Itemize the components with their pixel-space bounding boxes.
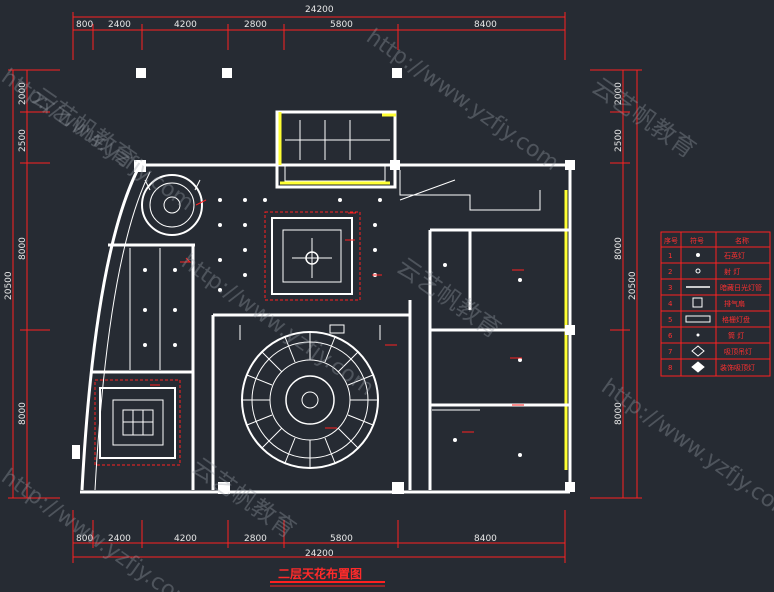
top-dim-1: 800: [76, 20, 93, 30]
top-dimension-chain: 24200 800 2400 4200 2800 5800 8400: [72, 5, 566, 60]
decorative-ceiling-light-icon: [691, 361, 705, 373]
legend-row-name: 格栅灯盘: [722, 315, 750, 324]
legend-row-no: 1: [668, 252, 672, 260]
left-dim-1: 2000: [18, 82, 28, 105]
watermark-url: http://www.yzfjy.com: [177, 249, 379, 401]
small-square-ceiling: [94, 379, 181, 466]
legend-row-name: 排气扇: [724, 299, 745, 308]
quartz-lamp-icon: [696, 253, 700, 257]
drawing-title: 二层天花布置图: [270, 566, 385, 587]
legend-row-no: 5: [668, 316, 672, 324]
bottom-dim-4: 2800: [244, 534, 267, 544]
right-dim-4: 8000: [614, 402, 624, 425]
drawing-title-text: 二层天花布置图: [278, 566, 362, 581]
light-fixtures: [143, 198, 522, 457]
legend-row-name: 石英灯: [724, 251, 745, 260]
square-ceiling-feature: [264, 211, 361, 301]
downlight-icon: [696, 333, 700, 337]
left-dim-4: 8000: [18, 402, 28, 425]
legend-row-name: 暗藏日光灯管: [720, 283, 762, 292]
round-ceiling-feature: [141, 174, 203, 236]
bottom-dim-6: 8400: [474, 534, 497, 544]
legend-row-name: 装饰吸顶灯: [720, 363, 755, 372]
left-dim-3: 8000: [18, 237, 28, 260]
right-dimension-chain: 2000 2500 8000 8000 20500: [590, 69, 642, 499]
total-height-left: 20500: [4, 271, 14, 300]
bottom-dim-3: 4200: [174, 534, 197, 544]
legend-row-no: 2: [668, 268, 672, 276]
large-round-ceiling: [239, 324, 381, 469]
bottom-dim-2: 2400: [108, 534, 131, 544]
building-walls: [72, 110, 575, 494]
legend-row-name: 吸顶吊灯: [724, 347, 752, 356]
bottom-dimension-chain: 800 2400 4200 2800 5800 8400 24200: [72, 510, 566, 563]
legend-row-name: 射 灯: [724, 267, 740, 276]
legend-symbols: [685, 253, 711, 373]
legend-table: 序号 符号 名称 1 石英灯 2 射 灯 3 暗藏日光灯管 4 排气扇 5 格栅…: [660, 231, 771, 377]
watermark-url: http://www.yzfjy.com: [0, 464, 198, 592]
right-dim-2: 2500: [614, 129, 624, 152]
top-dim-3: 4200: [174, 20, 197, 30]
legend-row-no: 8: [668, 364, 672, 372]
watermark-url: http://www.yzfjy.com: [362, 24, 564, 176]
watermark-brand: 云艺帆教育: [587, 72, 701, 164]
watermark-brand: 云艺帆教育: [27, 82, 141, 174]
top-dim-2: 2400: [108, 20, 131, 30]
total-width-top: 24200: [305, 5, 334, 15]
level-annotations: [150, 199, 524, 433]
top-dim-5: 5800: [330, 20, 353, 30]
legend-row-no: 4: [668, 300, 673, 308]
top-dim-4: 2800: [244, 20, 267, 30]
right-dim-1: 2000: [614, 82, 624, 105]
total-width-bottom: 24200: [305, 549, 334, 559]
legend-header-no: 序号: [664, 236, 678, 245]
right-dim-3: 8000: [614, 237, 624, 260]
grille-light-icon: [685, 315, 711, 323]
top-dim-6: 8400: [474, 20, 497, 30]
legend-header-symbol: 符号: [690, 236, 704, 245]
watermark-brand: 云艺帆教育: [187, 452, 301, 544]
bottom-dim-5: 5800: [330, 534, 353, 544]
legend-row-no: 7: [668, 348, 672, 356]
legend-row-name: 筒 灯: [728, 331, 744, 340]
left-dimension-chain: 20500 2000 2500 8000 8000: [4, 69, 60, 499]
legend-row-no: 3: [668, 284, 672, 292]
exhaust-fan-icon: [692, 297, 703, 308]
legend-row-no: 6: [668, 332, 673, 340]
column-markers: [136, 68, 402, 78]
total-height-right: 20500: [628, 271, 638, 300]
watermarks: http://www.yzfjy.com http://www.yzfjy.co…: [0, 24, 774, 592]
spotlight-icon: [695, 268, 701, 274]
left-dim-2: 2500: [18, 129, 28, 152]
legend-header-name: 名称: [735, 236, 749, 245]
bottom-dim-1: 800: [76, 534, 93, 544]
ceiling-pendant-icon: [691, 345, 705, 357]
